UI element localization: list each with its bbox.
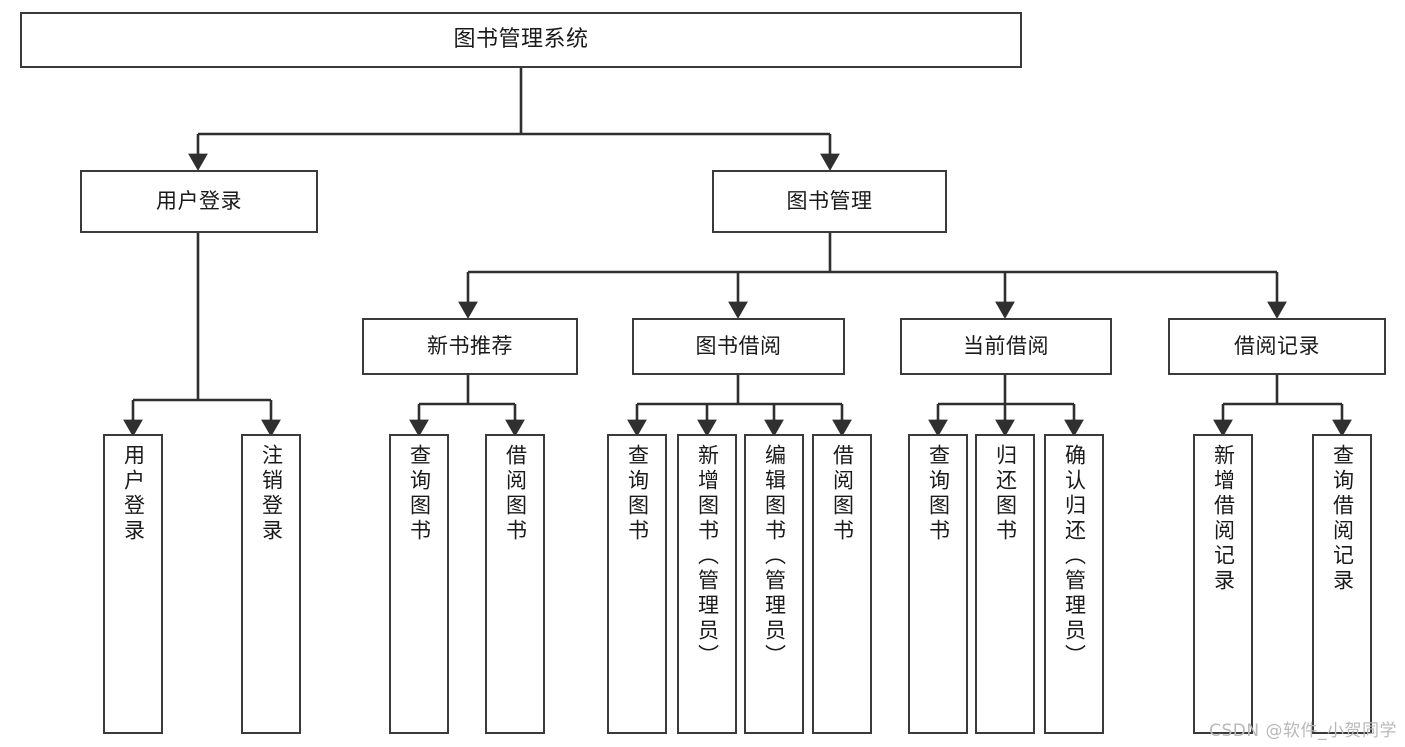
node-label: 用户登录 bbox=[121, 444, 146, 544]
node-borrow-record[interactable]: 借阅记录 bbox=[1168, 318, 1386, 375]
leaf-record-query-record[interactable]: 查询借阅记录 bbox=[1312, 434, 1372, 734]
leaf-current-confirm-return-admin[interactable]: 确认归还（管理员） bbox=[1044, 434, 1104, 734]
node-label: 新书推荐 bbox=[427, 334, 513, 359]
node-label: 编辑图书（管理员） bbox=[762, 444, 787, 669]
node-label: 查询图书 bbox=[625, 444, 650, 544]
node-label: 图书借阅 bbox=[695, 334, 782, 359]
node-label: 归还图书 bbox=[993, 444, 1018, 544]
node-label: 查询借阅记录 bbox=[1330, 444, 1355, 594]
leaf-recommend-query-book[interactable]: 查询图书 bbox=[389, 434, 449, 734]
leaf-current-return-book[interactable]: 归还图书 bbox=[975, 434, 1035, 734]
node-book-management[interactable]: 图书管理 bbox=[712, 170, 947, 233]
node-new-book-recommend[interactable]: 新书推荐 bbox=[362, 318, 578, 375]
node-book-borrow[interactable]: 图书借阅 bbox=[632, 318, 845, 375]
node-current-borrow[interactable]: 当前借阅 bbox=[900, 318, 1112, 375]
node-label: 图书管理系统 bbox=[453, 27, 589, 53]
node-label: 借阅记录 bbox=[1234, 334, 1320, 359]
node-label: 借阅图书 bbox=[830, 444, 855, 544]
leaf-user-login-logout[interactable]: 注销登录 bbox=[241, 434, 301, 734]
leaf-current-query-book[interactable]: 查询图书 bbox=[908, 434, 968, 734]
leaf-borrow-add-book-admin[interactable]: 新增图书（管理员） bbox=[677, 434, 737, 734]
node-label: 注销登录 bbox=[259, 444, 284, 544]
leaf-user-login-login[interactable]: 用户登录 bbox=[103, 434, 163, 734]
leaf-record-add-record[interactable]: 新增借阅记录 bbox=[1193, 434, 1253, 734]
node-label: 查询图书 bbox=[407, 444, 432, 544]
node-label: 新增图书（管理员） bbox=[695, 444, 720, 669]
node-label: 用户登录 bbox=[156, 189, 242, 214]
leaf-recommend-borrow-book[interactable]: 借阅图书 bbox=[485, 434, 545, 734]
watermark: CSDN @软件_小贺同学 bbox=[1209, 721, 1397, 741]
leaf-borrow-query-book[interactable]: 查询图书 bbox=[607, 434, 667, 734]
node-label: 图书管理 bbox=[786, 189, 873, 214]
leaf-borrow-borrow-book[interactable]: 借阅图书 bbox=[812, 434, 872, 734]
node-label: 借阅图书 bbox=[503, 444, 528, 544]
node-user-login[interactable]: 用户登录 bbox=[80, 170, 318, 233]
node-label: 当前借阅 bbox=[963, 334, 1049, 359]
node-label: 查询图书 bbox=[926, 444, 951, 544]
node-root-system[interactable]: 图书管理系统 bbox=[20, 12, 1022, 68]
node-label: 新增借阅记录 bbox=[1211, 444, 1236, 594]
leaf-borrow-edit-book-admin[interactable]: 编辑图书（管理员） bbox=[744, 434, 804, 734]
node-label: 确认归还（管理员） bbox=[1062, 444, 1087, 669]
